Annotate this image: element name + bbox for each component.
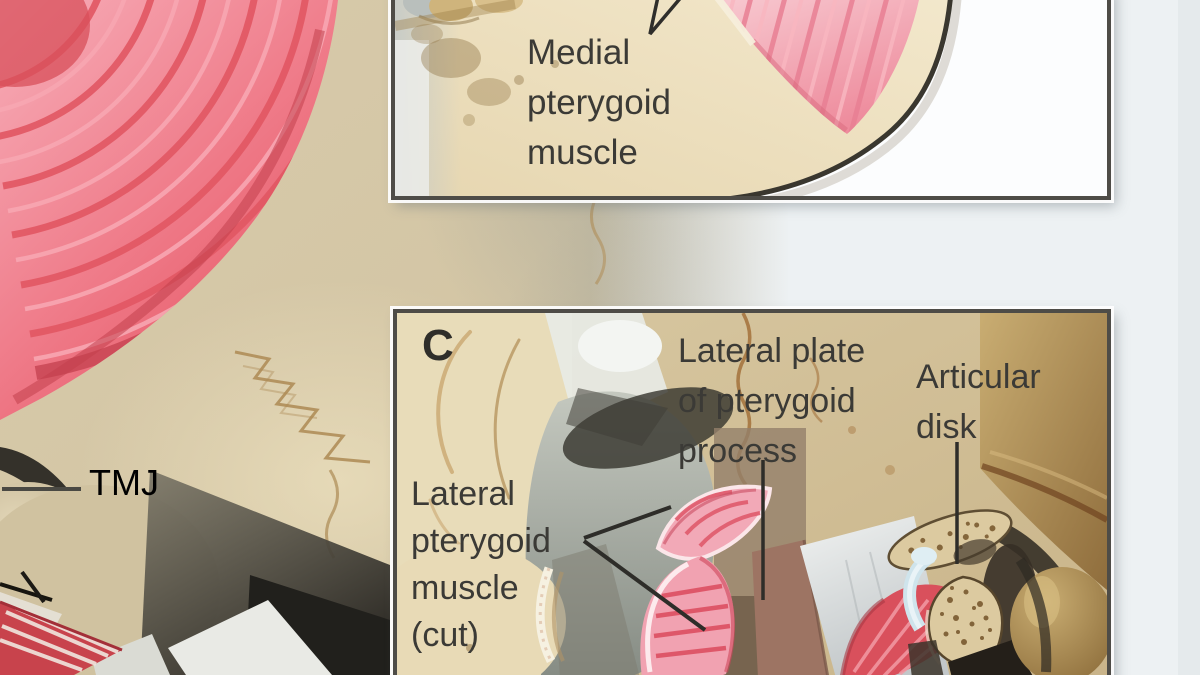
articular-disk: [903, 547, 937, 632]
bone-stains: [411, 24, 559, 126]
inset-top-art: [395, 0, 1107, 196]
inset-panel-medial-pterygoid: Medial pterygoid muscle: [391, 0, 1111, 200]
label-lateral-plate-of-pterygoid-process: Lateral plate of pterygoid process: [678, 332, 866, 470]
tmj-region: [0, 447, 390, 675]
label-tmj: TMJ: [89, 462, 159, 503]
masseter-muscle-cut: [0, 602, 122, 675]
label-lateral-pterygoid-muscle-cut: Lateral pterygoid muscle (cut): [411, 475, 551, 654]
jaw-outline: [730, 0, 953, 196]
teeth: [168, 600, 332, 675]
molar-teeth: [403, 0, 523, 25]
medial-pterygoid-arrow: [648, 0, 682, 36]
lateral-pterygoid-upper-stump: [655, 484, 773, 561]
inset-c-art: [397, 313, 1107, 675]
lateral-pterygoid-leader-line-upper: [583, 505, 672, 540]
mastoid-region: [397, 544, 640, 675]
leader-lines: [582, 442, 959, 632]
inset-panel-c: C Lateral plate of pterygoid process Art…: [393, 309, 1111, 675]
panel-letter-c: C: [422, 321, 454, 370]
label-articular-disk: Articular disk: [916, 358, 1041, 446]
lateral-pterygoid-leader-line-lower: [582, 539, 707, 632]
medial-pterygoid-muscle: [713, 0, 919, 134]
zygomatic-bone: [980, 313, 1107, 590]
label-medial-pterygoid-muscle: Medial pterygoid muscle: [527, 33, 671, 172]
